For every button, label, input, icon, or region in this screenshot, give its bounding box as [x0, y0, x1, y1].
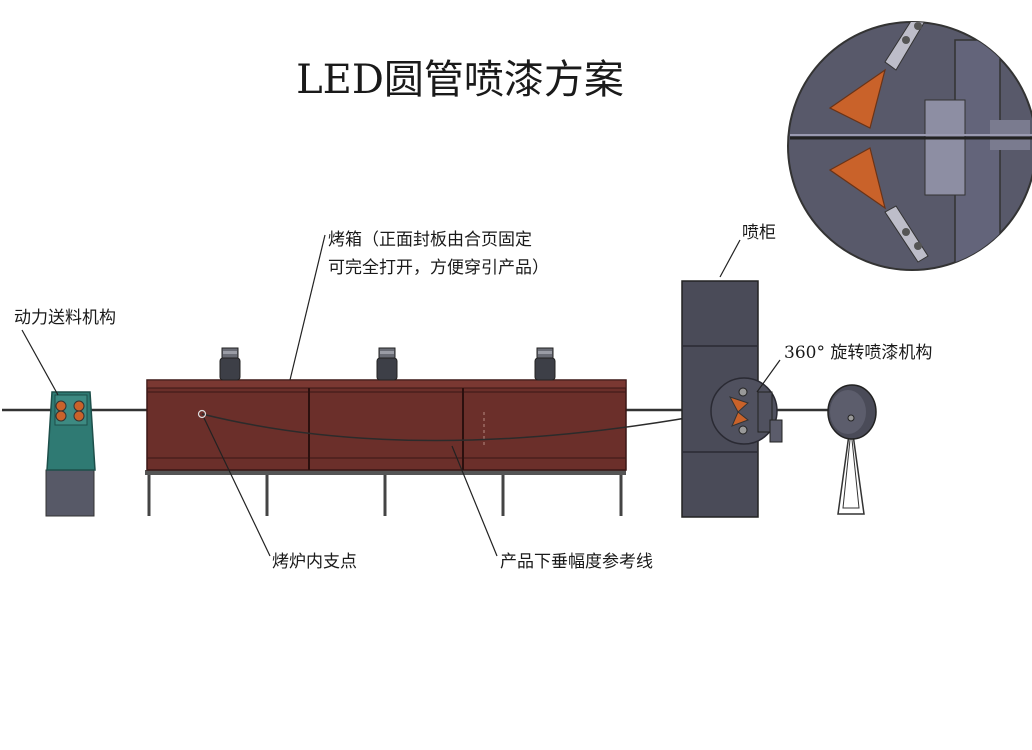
diagram-title: LED圆管喷漆方案 [296, 57, 624, 103]
sag-reference-line [201, 411, 721, 442]
oven [145, 379, 721, 516]
nozzle-icon [828, 68, 886, 129]
label-rotary-mechanism: 360° 旋转喷漆机构 [784, 343, 932, 363]
rotary-spray-mechanism [728, 387, 783, 443]
oven-support-point [197, 409, 207, 419]
motor-icon [219, 347, 241, 381]
label-oven-line1: 烤箱（正面封板由合页固定 [328, 230, 532, 250]
motor-icon [376, 347, 398, 381]
nozzle-icon [728, 396, 749, 413]
leader-lines [21, 234, 781, 557]
feed-mechanism [45, 391, 96, 517]
label-oven-support-point: 烤炉内支点 [272, 552, 357, 572]
spray-head-detail [787, 21, 1032, 271]
label-feed-mechanism: 动力送料机构 [14, 308, 116, 328]
motor-icon [534, 347, 556, 381]
reel-icon [827, 384, 877, 515]
label-oven-line2: 可完全打开，方便穿引产品） [328, 258, 549, 278]
label-sag-reference: 产品下垂幅度参考线 [500, 552, 653, 572]
label-spray-cabinet: 喷柜 [742, 223, 776, 243]
feed-roller-icon [55, 400, 67, 412]
spray-cabinet [681, 280, 778, 518]
